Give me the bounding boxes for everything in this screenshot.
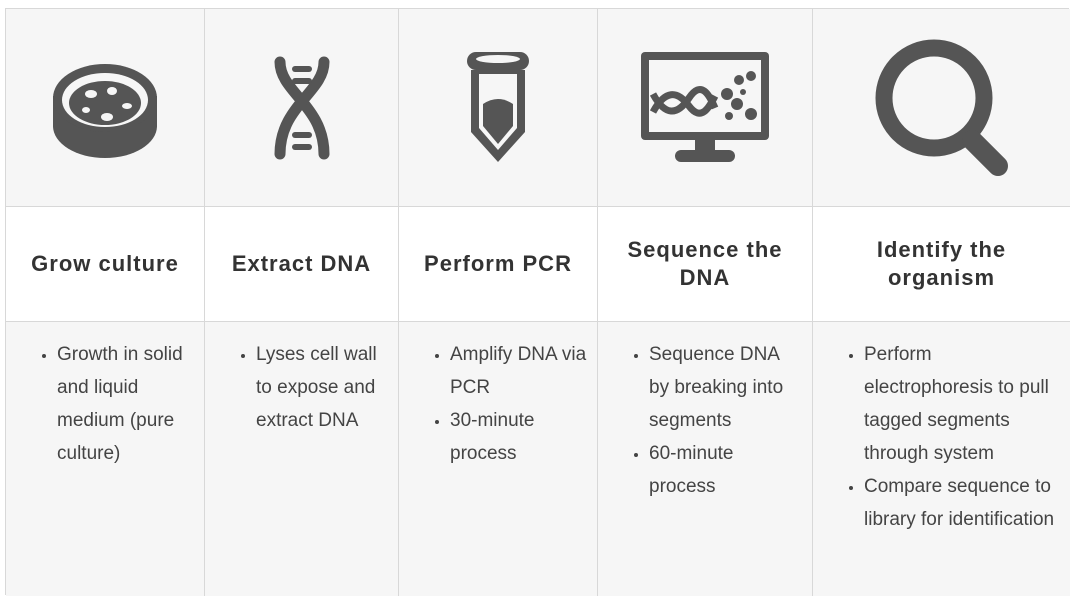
step-heading-identify: Identify the organism (813, 207, 1070, 322)
step-heading-pcr: Perform PCR (399, 207, 598, 322)
step-details-extract: Lyses cell wall to expose and extract DN… (205, 322, 399, 596)
bullet-list: Growth in solid and liquid medium (pure … (14, 338, 194, 470)
step-title: Grow culture (31, 251, 179, 276)
list-item: Sequence DNA by breaking into segments (649, 338, 802, 437)
test-tube-icon (467, 51, 529, 162)
icon-cell-extract (205, 9, 399, 207)
list-item: Lyses cell wall to expose and extract DN… (256, 338, 388, 437)
step-details-grow: Growth in solid and liquid medium (pure … (6, 322, 205, 596)
step-details-pcr: Amplify DNA via PCR 30-minute process (399, 322, 598, 596)
step-title: Extract DNA (231, 251, 372, 276)
step-heading-extract: Extract DNA (205, 207, 399, 322)
step-heading-grow: Grow culture (6, 207, 205, 322)
list-item: Compare sequence to library for identifi… (864, 470, 1060, 536)
list-item: Perform electrophoresis to pull tagged s… (864, 338, 1060, 470)
step-title: Sequence the DNA (627, 237, 783, 290)
bullet-list: Lyses cell wall to expose and extract DN… (213, 338, 388, 437)
list-item: Amplify DNA via PCR (450, 338, 587, 404)
step-title: Identify the organism (876, 237, 1007, 290)
workflow-table: Grow culture Extract DNA Perform PCR Seq… (5, 8, 1070, 596)
monitor-sequence-icon (641, 51, 769, 162)
petri-dish-icon (53, 63, 157, 158)
dna-helix-icon (274, 56, 329, 159)
list-item: Growth in solid and liquid medium (pure … (57, 338, 194, 470)
icon-cell-sequence (598, 9, 813, 207)
bullet-list: Perform electrophoresis to pull tagged s… (821, 338, 1060, 536)
icon-cell-pcr (399, 9, 598, 207)
step-details-sequence: Sequence DNA by breaking into segments 6… (598, 322, 813, 596)
magnifier-icon (875, 39, 1008, 176)
list-item: 30-minute process (450, 404, 587, 470)
step-title: Perform PCR (424, 251, 572, 276)
icon-cell-identify (813, 9, 1070, 207)
bullet-list: Sequence DNA by breaking into segments 6… (606, 338, 802, 503)
icon-cell-grow (6, 9, 205, 207)
list-item: 60-minute process (649, 437, 802, 503)
bullet-list: Amplify DNA via PCR 30-minute process (407, 338, 587, 470)
step-heading-sequence: Sequence the DNA (598, 207, 813, 322)
step-details-identify: Perform electrophoresis to pull tagged s… (813, 322, 1070, 596)
